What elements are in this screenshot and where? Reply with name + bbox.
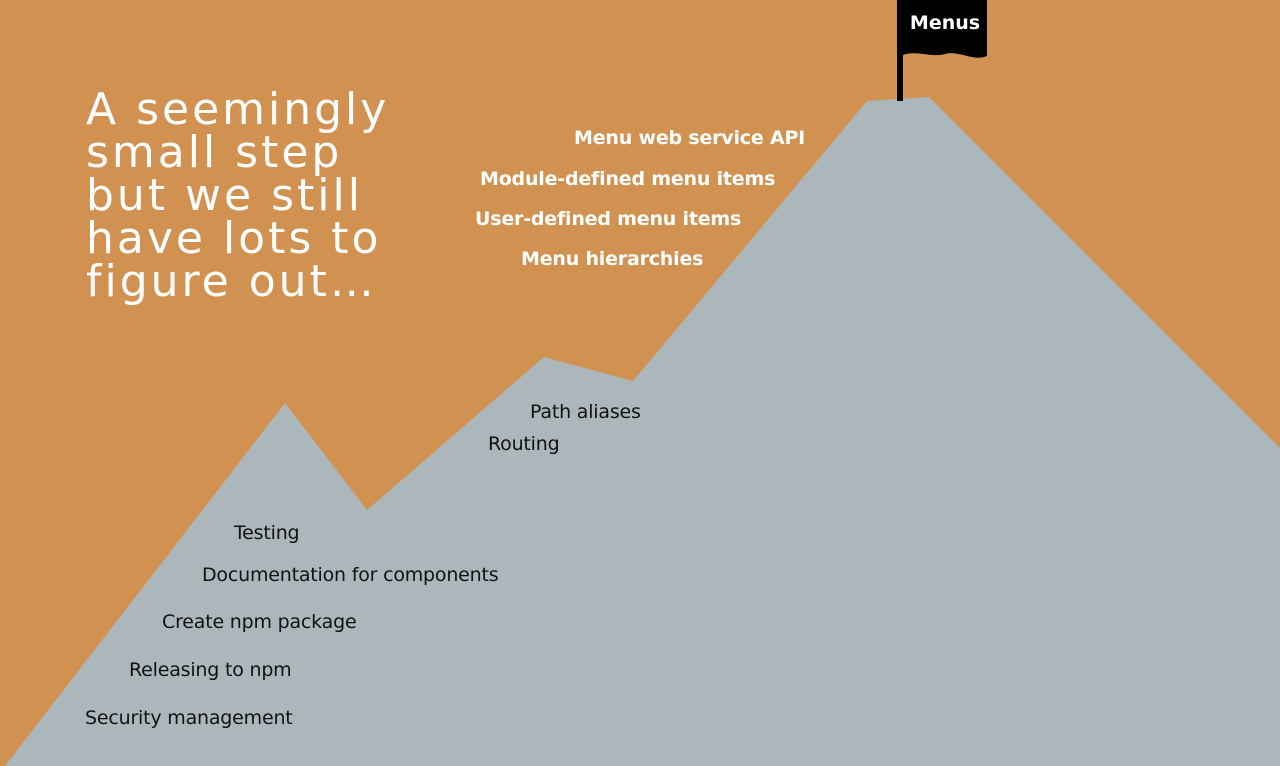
milestone-label: Module-defined menu items bbox=[480, 168, 776, 190]
milestone-label: Menu web service API bbox=[574, 127, 806, 149]
headline-line: figure out… bbox=[86, 256, 377, 307]
flag-pole bbox=[897, 0, 903, 101]
headline-line: small step bbox=[86, 127, 343, 178]
milestone-label: Testing bbox=[234, 522, 300, 544]
milestone-label: Releasing to npm bbox=[129, 659, 292, 681]
milestone-label: Path aliases bbox=[530, 401, 641, 423]
milestone-label: Create npm package bbox=[162, 611, 357, 633]
milestone-label: Routing bbox=[488, 433, 560, 455]
milestone-label: User-defined menu items bbox=[475, 208, 742, 230]
headline-line: but we still bbox=[86, 170, 363, 221]
milestone-label: Documentation for components bbox=[202, 564, 499, 586]
flag-icon bbox=[903, 0, 987, 58]
summit-flag-label: Menus bbox=[909, 12, 981, 34]
headline: A seemingly small step but we still have… bbox=[86, 84, 390, 307]
milestone-label: Security management bbox=[85, 707, 293, 729]
milestone-label: Menu hierarchies bbox=[521, 248, 704, 270]
headline-line: have lots to bbox=[86, 213, 382, 264]
headline-line: A seemingly bbox=[86, 84, 390, 135]
